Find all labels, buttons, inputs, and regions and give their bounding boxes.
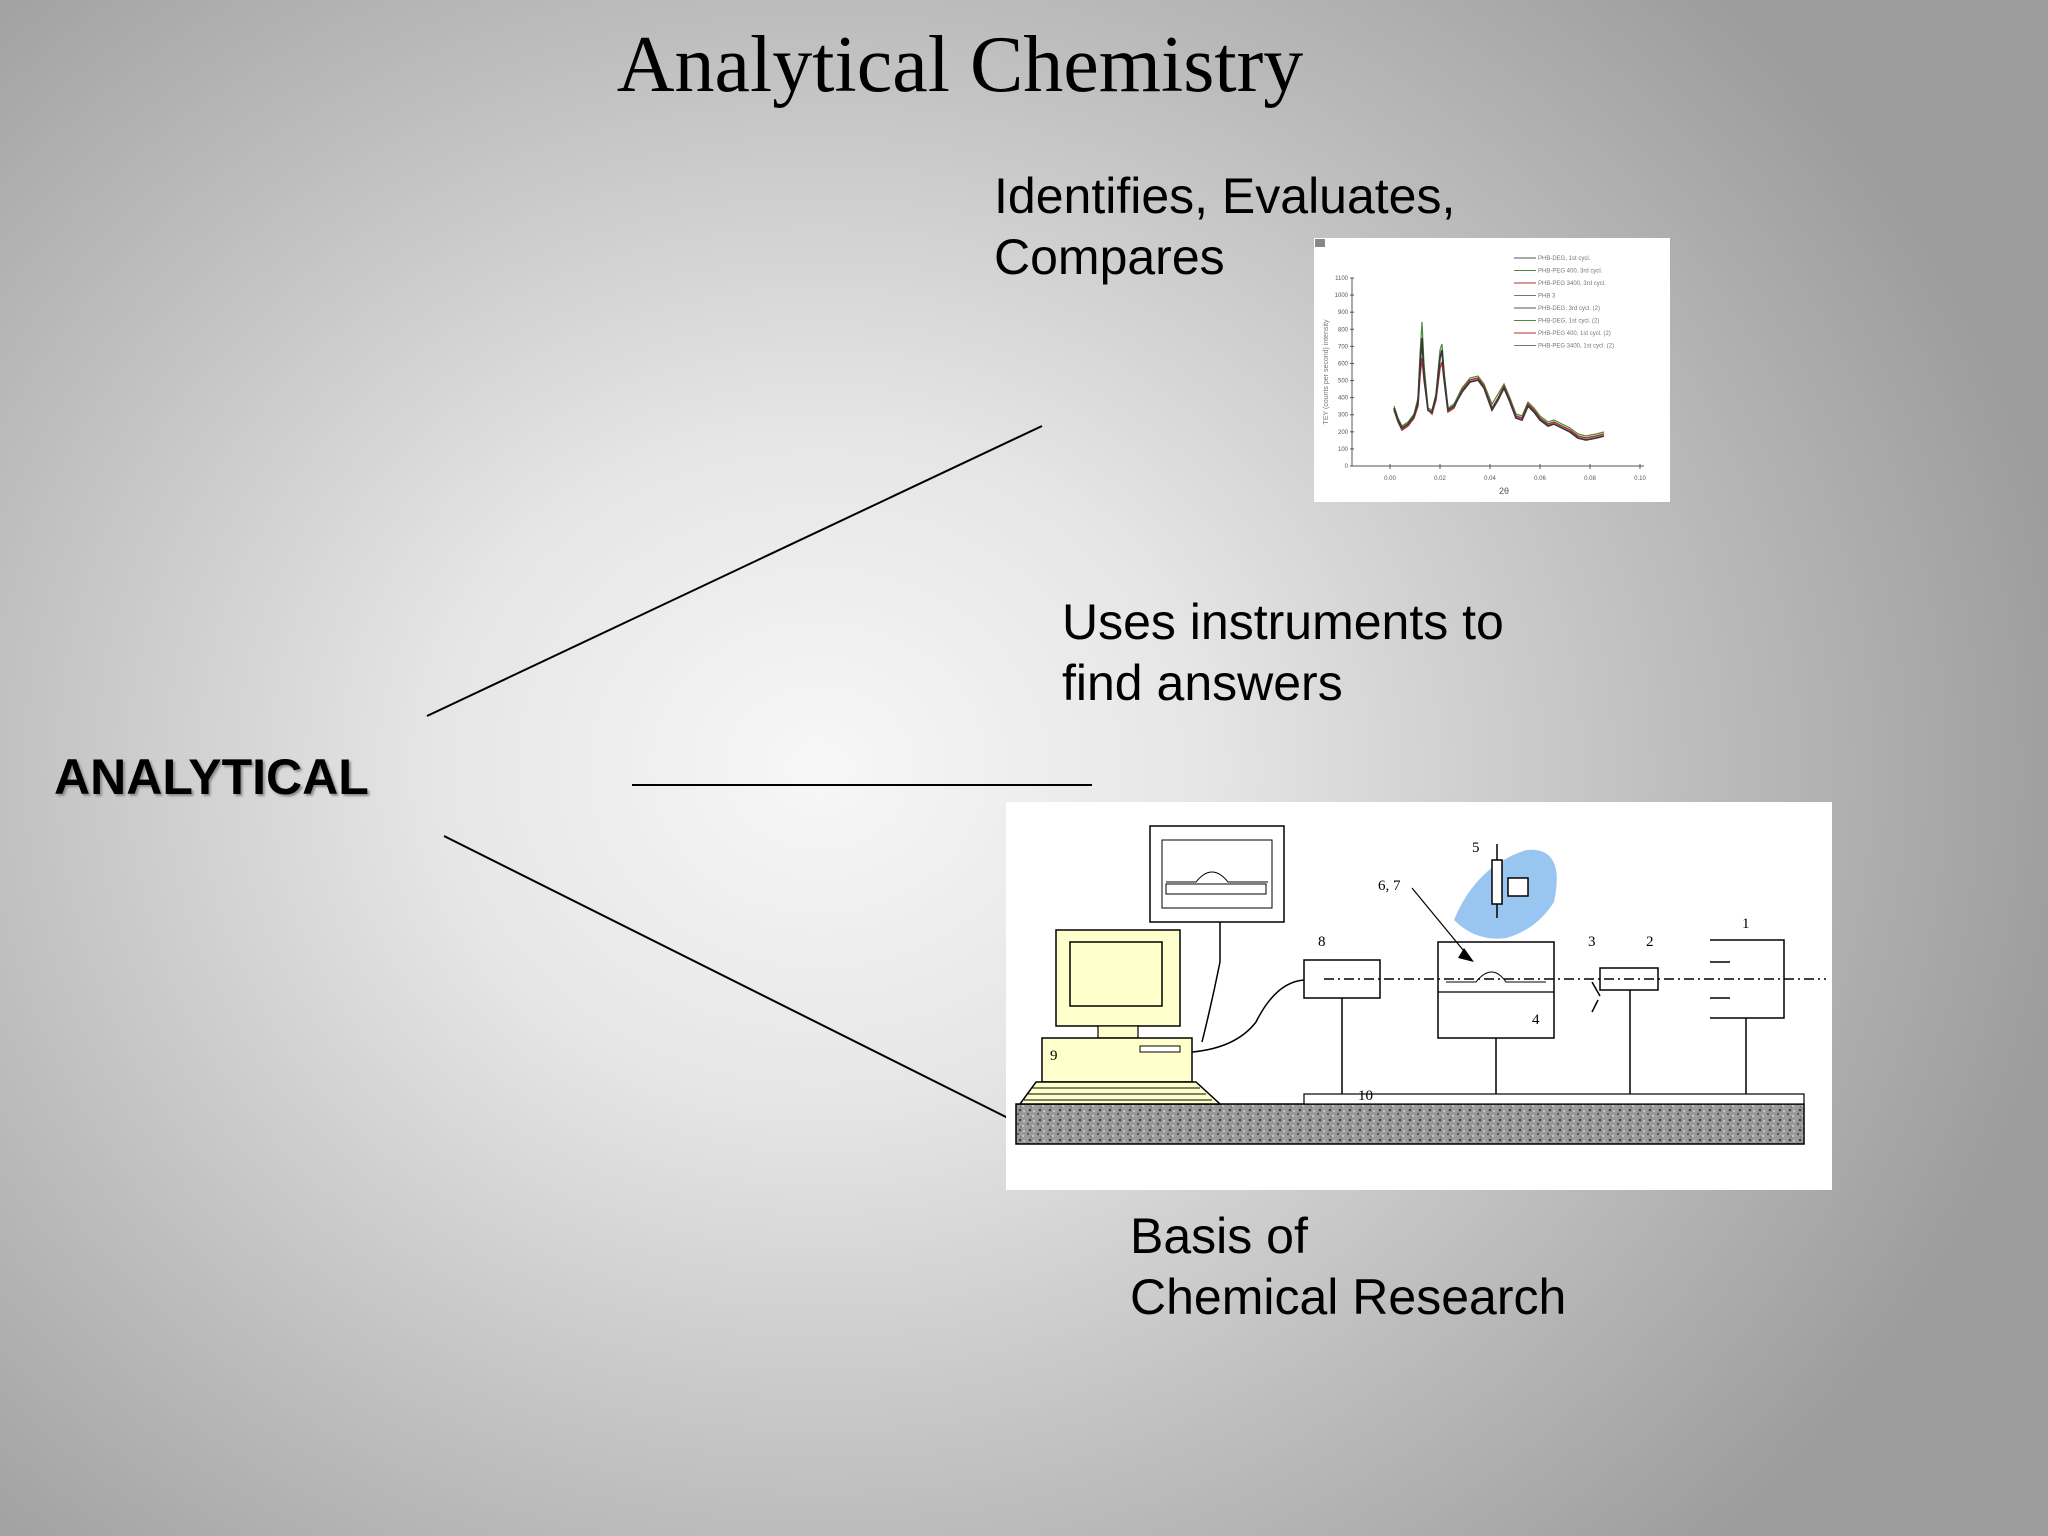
label-2: 2 (1646, 934, 1654, 950)
syringe (1491, 859, 1503, 905)
keyboard (1018, 1081, 1222, 1105)
y-tick-label: 1000 (1335, 293, 1349, 299)
legend-entry: PHB-DEG, 3rd cycl. (2) (1538, 306, 1600, 312)
label-9: 9 (1050, 1048, 1058, 1064)
label-6-7: 6, 7 (1378, 878, 1401, 894)
series-line-dark (1393, 337, 1605, 441)
series-line-green (1393, 321, 1605, 437)
y-tick-label: 500 (1338, 379, 1349, 385)
y-tick-label: 400 (1338, 396, 1349, 402)
computer-case (1041, 1037, 1193, 1083)
y-tick-label: 0 (1345, 464, 1349, 470)
legend-entry: PHB-PEG 3400, 3rd cycl. (1538, 281, 1606, 287)
y-tick-label: 300 (1338, 413, 1349, 419)
y-tick-label: 700 (1338, 344, 1349, 350)
y-tick-label: 200 (1338, 430, 1349, 436)
branch-text-instruments: Uses instruments to find answers (1062, 592, 1504, 714)
apparatus-figure: 5 6, 7 8 3 2 1 4 9 10 (1006, 802, 1832, 1190)
y-tick-label: 800 (1338, 327, 1349, 333)
branch-text-research: Basis of Chemical Research (1130, 1206, 1566, 1328)
legend: PHB-DEG, 1st cycl. PHB-PEG 400, 3rd cycl.… (1514, 256, 1614, 350)
y-tick-label: 900 (1338, 310, 1349, 316)
y-tick-label: 100 (1338, 447, 1349, 453)
y-axis-label: TEY (counts per second) intensity (1323, 319, 1330, 424)
legend-entry: PHB-DEG, 1st cycl. (1538, 256, 1591, 262)
branch-line: Uses instruments to (1062, 594, 1504, 650)
x-tick-label: 0.02 (1434, 476, 1446, 482)
legend-entry: PHB-PEG 400, 3rd cycl. (1538, 269, 1603, 275)
monitor-screen (1069, 941, 1163, 1007)
branch-line: Chemical Research (1130, 1269, 1567, 1325)
center-label: ANALYTICAL (54, 749, 369, 805)
x-tick-label: 0.00 (1384, 476, 1396, 482)
label-4: 4 (1532, 1012, 1540, 1028)
legend-entry: PHB-DEG, 1st cycl. (2) (1538, 319, 1599, 325)
connector-bottom (443, 835, 1009, 1119)
branch-line: Identifies, Evaluates, (994, 168, 1456, 224)
label-5: 5 (1472, 840, 1480, 856)
label-3: 3 (1588, 934, 1596, 950)
legend-entry: PHB 3 (1538, 294, 1556, 300)
branch-line: find answers (1062, 655, 1343, 711)
legend-entry: PHB-PEG 3400, 1st cycl. (2) (1538, 344, 1614, 350)
rail (1303, 1093, 1805, 1105)
x-axis-ticks: 0.00 0.02 0.04 0.06 0.08 0.10 (1384, 464, 1646, 482)
branch-line: Compares (994, 229, 1225, 285)
x-axis-label: 2θ (1499, 486, 1509, 496)
x-tick-label: 0.08 (1584, 476, 1596, 482)
x-tick-label: 0.10 (1634, 476, 1646, 482)
connector-top (426, 425, 1043, 717)
branch-text-identifies: Identifies, Evaluates, Compares (994, 166, 1455, 288)
legend-entry: PHB-PEG 400, 1st cycl. (2) (1538, 331, 1611, 337)
label-8: 8 (1318, 934, 1326, 950)
y-tick-label: 600 (1338, 361, 1349, 367)
bench (1015, 1103, 1805, 1145)
apparatus-labels: 5 6, 7 8 3 2 1 4 9 10 (1050, 840, 1750, 1104)
slide-title: Analytical Chemistry (616, 21, 1304, 109)
label-10: 10 (1358, 1088, 1373, 1104)
label-1: 1 (1742, 916, 1750, 932)
mist-cloud (1454, 849, 1557, 939)
x-tick-label: 0.06 (1534, 476, 1546, 482)
y-tick-label: 1100 (1335, 276, 1349, 282)
x-tick-label: 0.04 (1484, 476, 1496, 482)
branch-line: Basis of (1130, 1208, 1308, 1264)
